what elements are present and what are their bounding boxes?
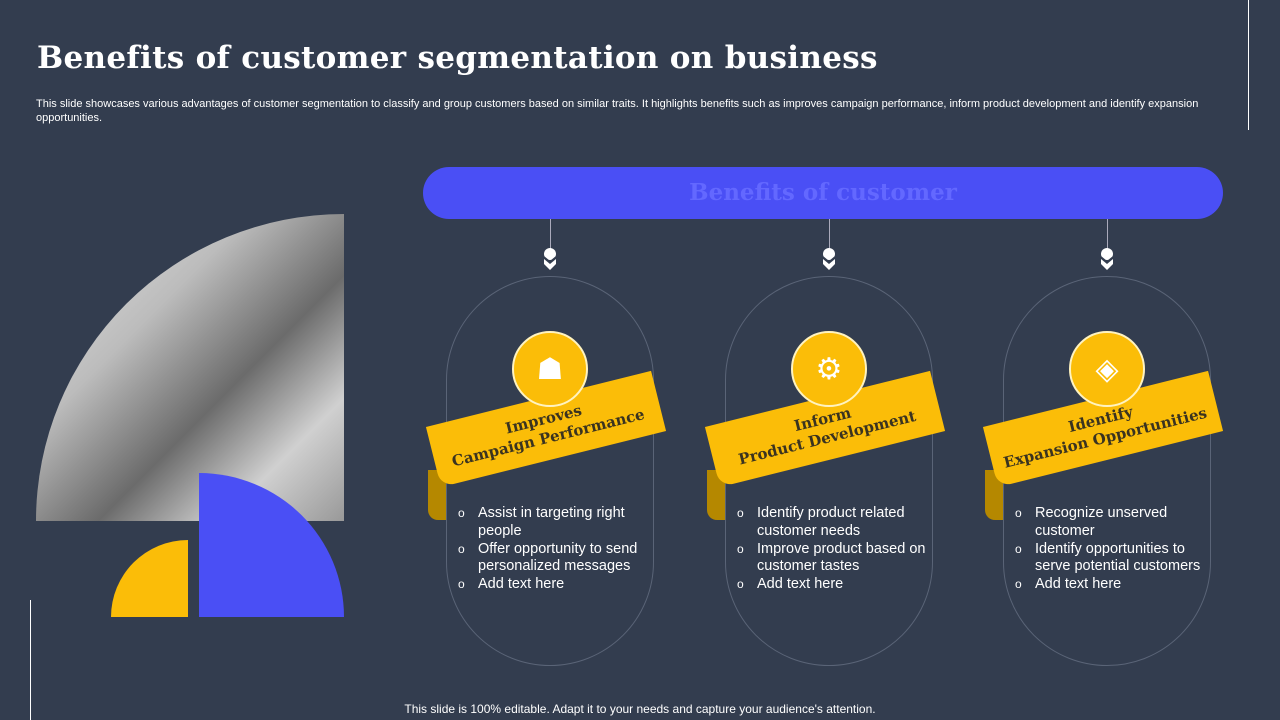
divider-line [1248, 0, 1249, 130]
divider-line [30, 600, 31, 720]
benefits-banner: Benefits of customer [423, 167, 1223, 219]
list-item: Recognize unserved customer [1015, 505, 1205, 541]
connector-line [829, 219, 830, 249]
chevron-down-icon [1100, 248, 1114, 270]
product-development-icon: ⚙ [791, 331, 867, 407]
ribbon-fold [985, 470, 1003, 520]
list-item: Offer opportunity to send personalized m… [458, 541, 648, 577]
ribbon-fold [707, 470, 725, 520]
benefit-list: Assist in targeting right peopleOffer op… [458, 505, 648, 594]
footer-note: This slide is 100% editable. Adapt it to… [404, 702, 876, 716]
list-item: Improve product based on customer tastes [737, 541, 927, 577]
list-item: Add text here [737, 576, 927, 594]
benefit-list: Recognize unserved customerIdentify oppo… [1015, 505, 1205, 594]
list-item: Add text here [1015, 576, 1205, 594]
yellow-quarter-shape [111, 540, 188, 617]
connector-line [550, 219, 551, 249]
list-item: Add text here [458, 576, 648, 594]
team-meeting-photo [36, 214, 344, 521]
page-description: This slide showcases various advantages … [36, 98, 1199, 124]
chevron-down-icon [822, 248, 836, 270]
expansion-opportunities-icon: ◈ [1069, 331, 1145, 407]
chevron-down-icon [543, 248, 557, 270]
ribbon-fold [428, 470, 446, 520]
connector-line [1107, 219, 1108, 249]
campaign-performance-icon: ☗ [512, 331, 588, 407]
page-title: Benefits of customer segmentation on bus… [37, 40, 878, 76]
benefit-list: Identify product related customer needsI… [737, 505, 927, 594]
list-item: Identify product related customer needs [737, 505, 927, 541]
list-item: Assist in targeting right people [458, 505, 648, 541]
list-item: Identify opportunities to serve potentia… [1015, 541, 1205, 577]
